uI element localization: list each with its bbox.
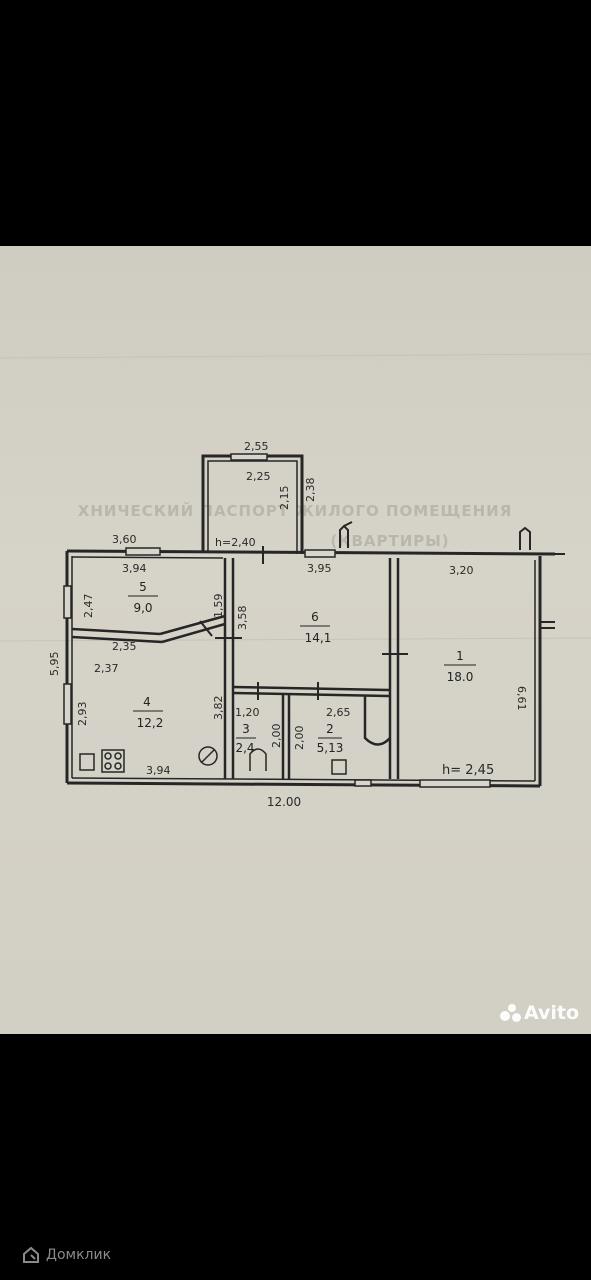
room-5-area: 9,0: [133, 601, 152, 615]
dim-top-middle: 3,95: [307, 562, 332, 575]
floor-plan-photo: ХНИЧЕСКИЙ ПАСПОРТ ЖИЛОГО ПОМЕЩЕНИЯ (КВАР…: [0, 246, 591, 1034]
dim-porch-height: h=2,40: [215, 536, 256, 549]
dim-room3-depth: 2,00: [270, 724, 283, 749]
room-2-number: 2: [326, 722, 334, 736]
domclick-brand: Домклик: [22, 1246, 111, 1264]
dim-partition-lower: 3,82: [212, 696, 225, 721]
room-3-number: 3: [242, 722, 250, 736]
room1-ceiling-height: h= 2,45: [442, 763, 494, 778]
room-6-number: 6: [311, 610, 319, 624]
dim-room4-side: 2,93: [76, 702, 89, 727]
dim-room3-width: 1,20: [235, 706, 260, 719]
dim-partition-upper: 1,59: [212, 594, 225, 619]
dim-top-left-outer: 3,60: [112, 533, 137, 546]
domclick-brand-text: Домклик: [46, 1247, 112, 1263]
floor-plan: ХНИЧЕСКИЙ ПАСПОРТ ЖИЛОГО ПОМЕЩЕНИЯ (КВАР…: [0, 353, 591, 809]
dim-top-left-inner: 3,94: [122, 562, 147, 575]
dim-porch-depth-inner: 2,15: [278, 486, 291, 511]
room-5-number: 5: [139, 580, 147, 594]
passport-subheading: (КВАРТИРЫ): [330, 532, 449, 550]
dim-left-height: 5,95: [48, 652, 61, 677]
dim-room5-side: 2,47: [82, 594, 95, 619]
room-4-number: 4: [143, 695, 151, 709]
avito-logo-icon: [499, 1004, 522, 1022]
avito-watermark-text: Avito: [523, 1002, 579, 1024]
dim-porch-width-outer: 2,55: [244, 440, 269, 453]
room-6-area: 14,1: [305, 631, 332, 645]
dim-porch-depth-outer: 2,38: [304, 478, 317, 503]
dim-room4-bottom: 3,94: [146, 764, 171, 777]
dim-room2-width: 2,65: [326, 706, 351, 719]
dim-porch-width-inner: 2,25: [246, 470, 271, 483]
room-3-area: 2,4: [235, 741, 254, 755]
room-2-area: 5,13: [317, 741, 344, 755]
dim-right-height: 6,61: [515, 686, 528, 711]
room-4-area: 12,2: [137, 716, 164, 730]
dim-room5-bottom: 2,35: [112, 640, 137, 653]
room-1-number: 1: [456, 649, 464, 663]
dim-total-length: 12.00: [267, 795, 301, 809]
room-1-area: 18.0: [447, 670, 474, 684]
dim-partition-middle: 3,58: [236, 606, 249, 631]
domclick-logo-icon: [23, 1246, 39, 1263]
dim-room4-top: 2,37: [94, 662, 119, 675]
dim-top-right: 3,20: [449, 564, 474, 577]
avito-watermark: Avito: [499, 1002, 579, 1024]
dim-room2-depth: 2,00: [293, 726, 306, 751]
passport-heading: ХНИЧЕСКИЙ ПАСПОРТ ЖИЛОГО ПОМЕЩЕНИЯ: [78, 501, 513, 520]
